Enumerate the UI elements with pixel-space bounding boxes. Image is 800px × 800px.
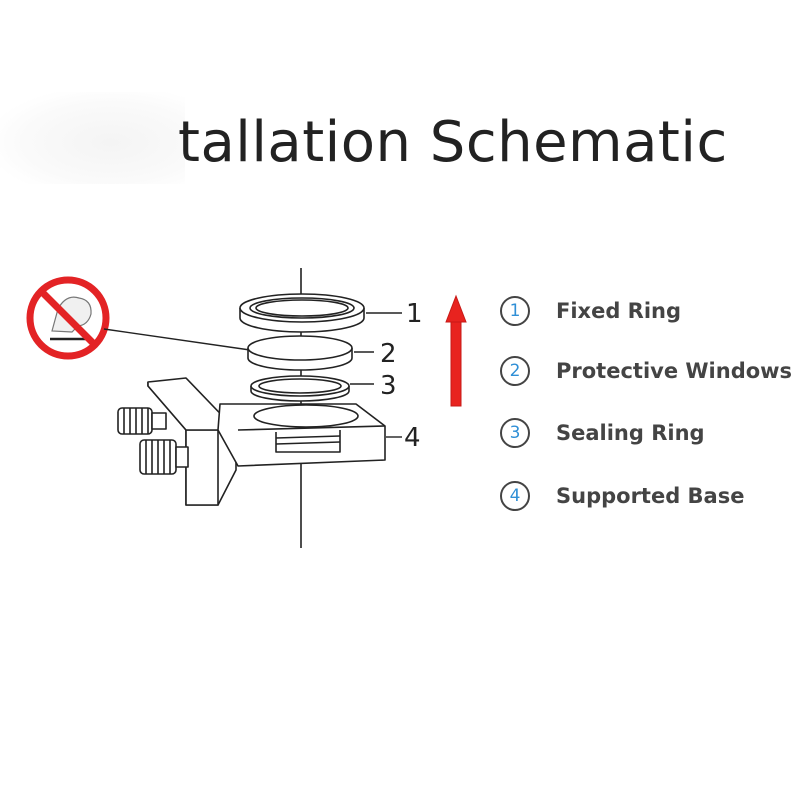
number-badge: 1: [500, 296, 530, 326]
legend-item-fixed-ring: 1 Fixed Ring: [500, 292, 681, 330]
no-touch-prohibition-icon: [26, 276, 110, 360]
number-badge: 4: [500, 481, 530, 511]
legend-label: Supported Base: [556, 484, 745, 508]
callout-4: 4: [404, 423, 421, 453]
protective-window: [247, 335, 353, 371]
callout-3: 3: [380, 371, 397, 401]
callout-2: 2: [380, 339, 397, 369]
legend-label: Fixed Ring: [556, 299, 682, 323]
sealing-ring: [250, 375, 350, 402]
legend-item-sealing-ring: 3 Sealing Ring: [500, 414, 705, 452]
fixed-ring: [239, 293, 365, 333]
page-title: tallation Schematic: [178, 110, 728, 175]
number-badge: 3: [500, 418, 530, 448]
callout-1: 1: [406, 299, 423, 329]
number-badge: 2: [500, 356, 530, 386]
up-arrow-icon: [445, 294, 467, 407]
legend-item-protective-windows: 2 Protective Windows: [500, 352, 792, 390]
legend-item-supported-base: 4 Supported Base: [500, 477, 744, 515]
prohibition-leader-line: [103, 328, 251, 351]
title-blur-mask: [0, 92, 185, 184]
legend-label: Sealing Ring: [556, 421, 705, 445]
supported-base: [117, 377, 386, 506]
legend-label: Protective Windows: [556, 359, 793, 383]
